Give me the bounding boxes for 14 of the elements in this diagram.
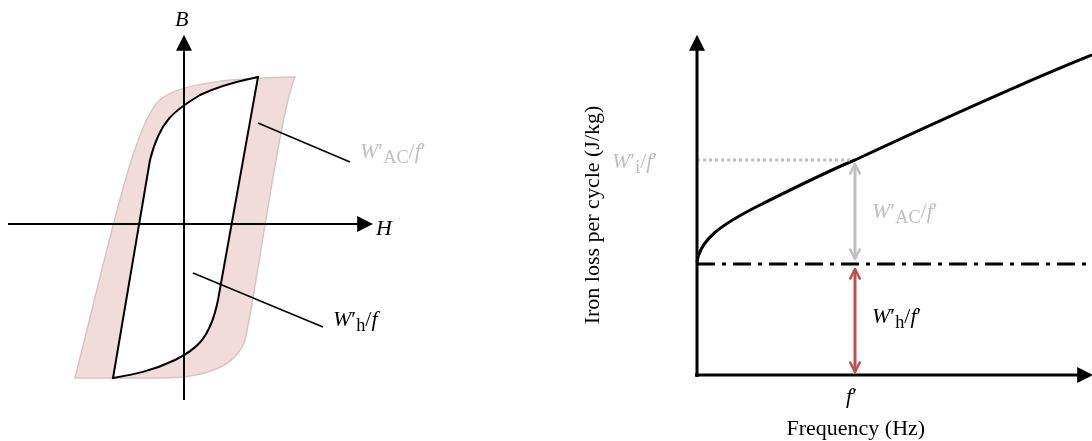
leader-line: [257, 122, 351, 163]
axis-title: Frequency (Hz): [786, 417, 926, 439]
hysteresis-loop: [112, 76, 259, 379]
loss-label: W′$_{h}$/f′: [872, 305, 922, 332]
loss-label: W′$_{AC}$/f′: [360, 140, 426, 167]
hysteresis-band: [74, 76, 296, 379]
leader-line: [192, 272, 324, 328]
loss-label: W′$_{h}$/f: [333, 308, 378, 335]
loss-label: W′$_{i}$/f′: [612, 150, 658, 177]
tick-label: f′: [846, 385, 857, 407]
loss-label: W′$_{AC}$/f′: [872, 200, 938, 227]
axis-title: Iron loss per cycle (J/kg): [580, 105, 603, 325]
axis-label: H: [376, 217, 392, 239]
axis-label: B: [175, 8, 189, 30]
